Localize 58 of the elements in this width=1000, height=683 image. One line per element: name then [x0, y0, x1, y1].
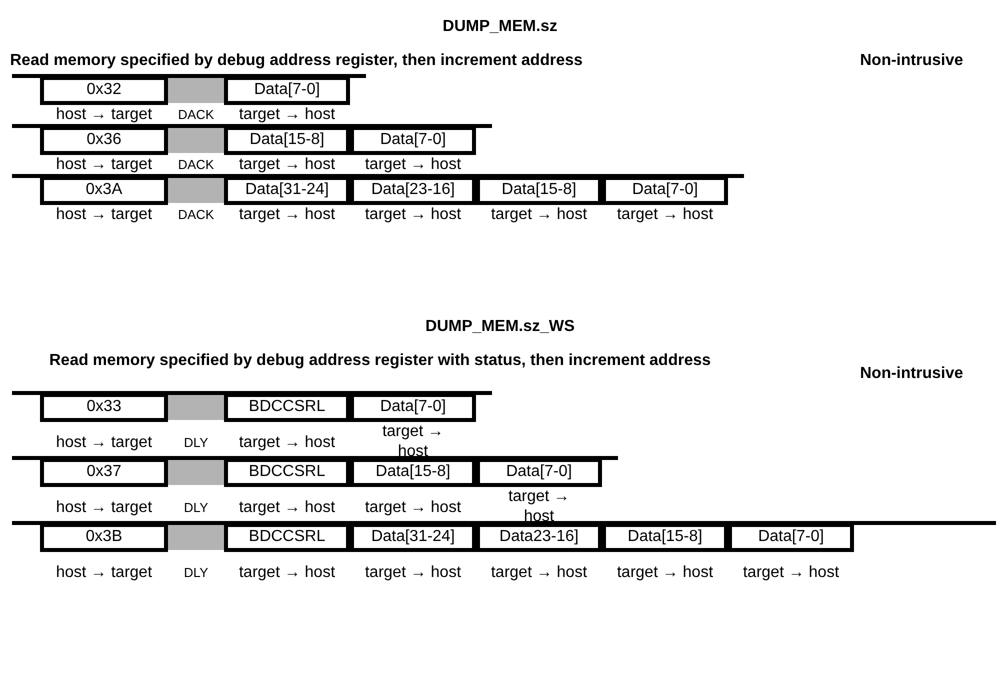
- slot-caption: DACK: [176, 206, 216, 224]
- direction-caption: target → host: [364, 205, 462, 225]
- direction-caption: target → host: [490, 563, 588, 583]
- direction-caption: host → target: [54, 563, 154, 583]
- command-title: DUMP_MEM.sz: [442, 18, 558, 36]
- direction-caption: target → host: [364, 155, 462, 175]
- direction-caption: target → host: [616, 205, 714, 225]
- direction-caption: target → host: [364, 498, 462, 518]
- slot-caption: DACK: [176, 106, 216, 124]
- data-field: Data[23-16]: [350, 178, 476, 205]
- command-title: DUMP_MEM.sz_WS: [424, 318, 576, 336]
- direction-caption: target → host: [616, 563, 714, 583]
- direction-caption: target → host: [507, 487, 571, 527]
- command-field: 0x33: [40, 395, 168, 422]
- data-field: BDCCSRL: [224, 525, 350, 552]
- data-field: Data[15-8]: [602, 525, 728, 552]
- data-field: Data[7-0]: [350, 395, 476, 422]
- data-field: Data[7-0]: [476, 460, 602, 487]
- mode-label: Non-intrusive: [860, 52, 964, 70]
- direction-caption: target → host: [381, 422, 445, 462]
- direction-caption: target → host: [490, 205, 588, 225]
- command-description: Read memory specified by debug address register with status, then increment address: [48, 352, 712, 370]
- command-description: Read memory specified by debug address register, then increment address: [10, 52, 584, 70]
- data-field: Data[7-0]: [350, 128, 476, 155]
- data-field: Data[7-0]: [602, 178, 728, 205]
- direction-caption: target → host: [238, 155, 336, 175]
- direction-caption: target → host: [238, 433, 336, 453]
- data-field: Data[15-8]: [224, 128, 350, 155]
- data-field: BDCCSRL: [224, 395, 350, 422]
- direction-caption: target → host: [238, 498, 336, 518]
- direction-caption: target → host: [238, 563, 336, 583]
- slot-caption: DACK: [176, 156, 216, 174]
- command-field: 0x32: [40, 78, 168, 105]
- direction-caption: host → target: [54, 105, 154, 125]
- data-field: Data[7-0]: [224, 78, 350, 105]
- direction-caption: host → target: [54, 498, 154, 518]
- command-field: 0x3A: [40, 178, 168, 205]
- direction-caption: target → host: [742, 563, 840, 583]
- direction-caption: host → target: [54, 205, 154, 225]
- command-field: 0x37: [40, 460, 168, 487]
- data-field: Data[15-8]: [476, 178, 602, 205]
- direction-caption: target → host: [238, 105, 336, 125]
- command-field: 0x36: [40, 128, 168, 155]
- data-field: Data[31-24]: [224, 178, 350, 205]
- slot-caption: DLY: [182, 434, 210, 452]
- slot-caption: DLY: [182, 564, 210, 582]
- data-field: BDCCSRL: [224, 460, 350, 487]
- direction-caption: target → host: [364, 563, 462, 583]
- direction-caption: host → target: [54, 433, 154, 453]
- data-field: Data23-16]: [476, 525, 602, 552]
- data-field: Data[7-0]: [728, 525, 854, 552]
- data-field: Data[31-24]: [350, 525, 476, 552]
- command-field: 0x3B: [40, 525, 168, 552]
- mode-label: Non-intrusive: [860, 365, 964, 383]
- direction-caption: host → target: [54, 155, 154, 175]
- slot-caption: DLY: [182, 499, 210, 517]
- data-field: Data[15-8]: [350, 460, 476, 487]
- direction-caption: target → host: [238, 205, 336, 225]
